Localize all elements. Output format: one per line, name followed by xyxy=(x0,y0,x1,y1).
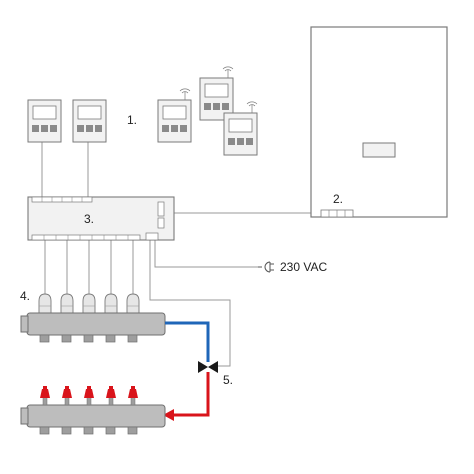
boiler-display xyxy=(362,142,396,158)
wired-thermostat-icon xyxy=(27,99,62,143)
pipe-cold xyxy=(165,321,210,362)
actuators xyxy=(38,293,140,314)
wired-thermostat-icon xyxy=(72,99,107,143)
plug-icon xyxy=(258,261,274,273)
wireless-thermostat-icon xyxy=(199,66,234,121)
valve-caps xyxy=(40,386,138,406)
wire-valve xyxy=(149,240,231,367)
wireless-signal-icon xyxy=(179,88,191,100)
label-thermostats: 1. xyxy=(127,113,137,127)
pipe-hot xyxy=(172,372,210,417)
red-cap-icon xyxy=(128,386,138,406)
manifold-return xyxy=(20,312,166,343)
red-cap-icon xyxy=(106,386,116,406)
red-cap-icon xyxy=(40,386,50,406)
label-actuators: 4. xyxy=(20,289,30,303)
boiler xyxy=(310,26,448,218)
wireless-signal-icon xyxy=(222,66,234,78)
red-cap-icon xyxy=(62,386,72,406)
manifold-supply xyxy=(20,404,166,435)
wireless-signal-icon xyxy=(246,101,258,113)
actuator-icon xyxy=(126,293,140,314)
controller-unit xyxy=(27,196,175,241)
pipe-hot-arrow xyxy=(163,409,174,421)
actuator-icon xyxy=(104,293,118,314)
actuator-icon xyxy=(38,293,52,314)
wire-power xyxy=(154,240,258,268)
red-cap-icon xyxy=(84,386,94,406)
wire-controller-boiler xyxy=(174,197,335,214)
wireless-thermostat-icon xyxy=(157,88,192,143)
actuator-icon xyxy=(60,293,74,314)
label-controller: 3. xyxy=(84,212,94,226)
label-valve: 5. xyxy=(223,373,233,387)
wireless-thermostat-icon xyxy=(223,101,258,156)
label-power: 230 VAC xyxy=(280,260,327,274)
label-boiler: 2. xyxy=(333,192,343,206)
actuator-icon xyxy=(82,293,96,314)
valve-icon xyxy=(198,361,218,373)
